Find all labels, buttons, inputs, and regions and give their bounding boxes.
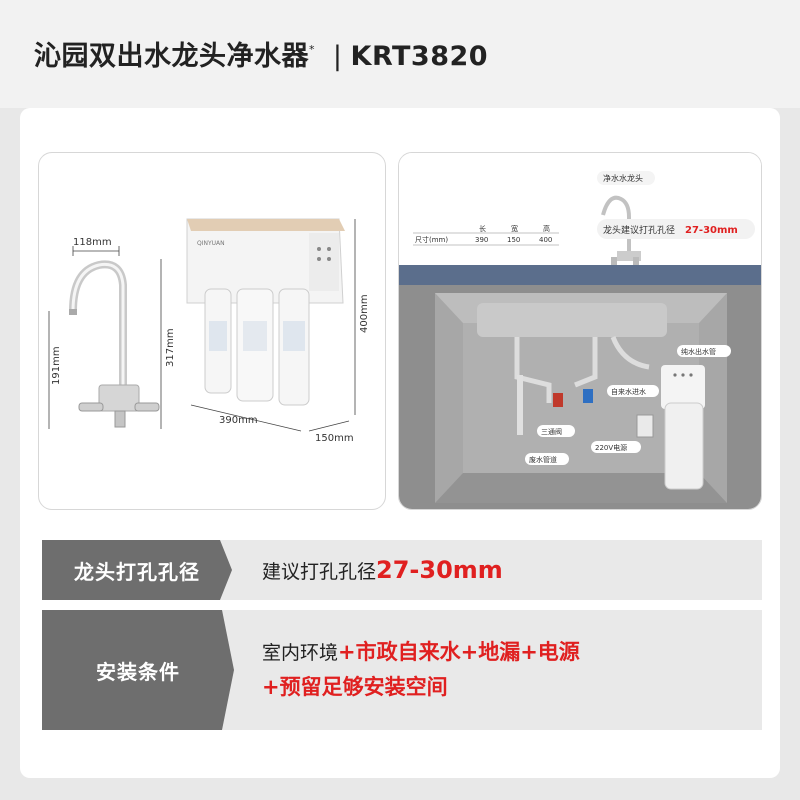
installation-diagram-panel: 长 宽 高 尺寸(mm) 390 150 400 净水水龙头 龙头建议打孔孔径 … <box>398 152 762 510</box>
purifier-depth-label: 150mm <box>315 433 354 444</box>
title-text: 沁园双出水龙头净水器 <box>34 41 309 72</box>
header: 沁园双出水龙头净水器* |KRT3820 <box>0 0 800 108</box>
hole-diameter-label: 龙头打孔孔径 <box>42 540 232 600</box>
tap-water-inlet-callout: 自来水进水 <box>611 387 646 396</box>
size-table: 长 宽 高 尺寸(mm) 390 150 400 <box>413 224 559 246</box>
hole-diameter-row: 龙头打孔孔径 建议打孔孔径27-30mm <box>42 540 762 600</box>
purifier-height-label: 400mm <box>359 294 370 333</box>
installation-drawing: 长 宽 高 尺寸(mm) 390 150 400 净水水龙头 龙头建议打孔孔径 … <box>399 153 761 509</box>
under-sink-purifier <box>661 365 705 490</box>
size-header-length: 长 <box>479 224 486 233</box>
faucet-callout: 净水水龙头 <box>603 173 643 183</box>
install-conditions-row: 安装条件 室内环境+市政自来水+地漏+电源 +预留足够安装空间 <box>42 610 762 730</box>
install-line2-requirements: +预留足够安装空间 <box>262 675 448 699</box>
faucet-spout-height-label: 191mm <box>51 346 62 385</box>
size-row-label: 尺寸(mm) <box>415 235 448 244</box>
install-conditions-label: 安装条件 <box>42 610 234 730</box>
counter-faucet <box>601 195 641 265</box>
install-line1-prefix: 室内环境 <box>262 642 339 664</box>
hole-diameter-prefix: 建议打孔孔径 <box>262 561 377 583</box>
size-header-width: 宽 <box>511 224 518 233</box>
purifier-illustration: QINYUAN <box>186 218 345 406</box>
hole-diameter-text: 建议打孔孔径27-30mm <box>262 540 503 600</box>
pure-water-outlet-callout: 纯水出水管 <box>681 347 716 356</box>
dimension-drawing: 118mm 191mm 317mm QINYUAN <box>48 218 370 444</box>
waste-pipe-callout: 废水管道 <box>529 455 557 464</box>
power-supply-callout: 220V电源 <box>595 443 627 452</box>
faucet-width-label: 118mm <box>73 237 112 248</box>
install-line1-requirements: +市政自来水+地漏+电源 <box>338 640 580 664</box>
hole-diameter-value: 27-30mm <box>376 556 503 584</box>
size-value-height: 400 <box>539 236 552 244</box>
three-way-valve-callout: 三通阀 <box>541 427 562 436</box>
page-title: 沁园双出水龙头净水器* |KRT3820 <box>34 34 488 74</box>
size-header-height: 高 <box>543 224 550 233</box>
brand-logo: QINYUAN <box>197 240 225 247</box>
install-conditions-text: 室内环境+市政自来水+地漏+电源 +预留足够安装空间 <box>262 610 580 730</box>
purifier-width-label: 390mm <box>219 415 258 426</box>
hole-callout-value: 27-30mm <box>685 225 738 236</box>
size-value-length: 390 <box>475 236 488 244</box>
title-separator: | <box>332 41 343 72</box>
faucet-total-height-label: 317mm <box>165 328 176 367</box>
hole-callout-prefix: 龙头建议打孔孔径 <box>603 224 675 236</box>
faucet-illustration <box>69 260 160 428</box>
size-value-width: 150 <box>507 236 520 244</box>
model-number: KRT3820 <box>350 41 489 72</box>
product-dimension-panel: 118mm 191mm 317mm QINYUAN <box>38 152 386 510</box>
title-mark: * <box>309 43 315 56</box>
